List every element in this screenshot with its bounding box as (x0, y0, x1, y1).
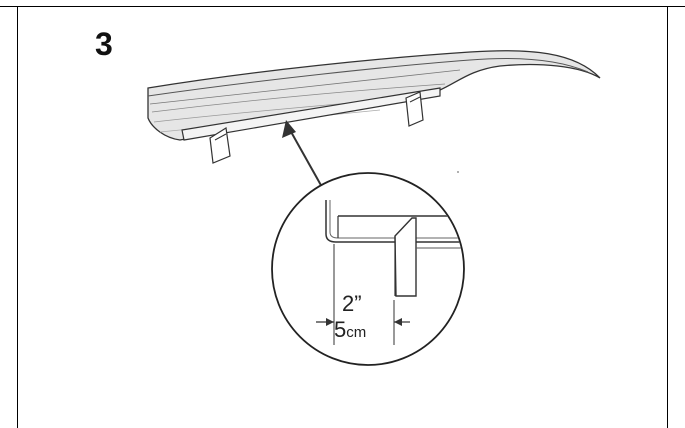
step-number: 3 (95, 26, 113, 62)
dimension-cm-label: 5cm (334, 319, 366, 341)
dimension-cm-value: 5 (334, 317, 347, 342)
dimension-arrows (316, 318, 410, 326)
frame-top-center-segment (80, 6, 610, 7)
detail-circle (271, 172, 465, 366)
dimension-inch-label: 2” (342, 291, 362, 316)
frame-top-right-segment (610, 6, 685, 7)
detail-contents (325, 200, 463, 345)
left-tape-tab (209, 127, 231, 164)
right-tape-tab (405, 91, 424, 127)
frame-left-border (17, 6, 18, 428)
frame-top-left-segment (0, 6, 80, 7)
frame-right-border (667, 6, 668, 428)
dimension-cm-unit: cm (346, 324, 367, 341)
frame-top-border (0, 0, 685, 8)
tape-strip (181, 87, 441, 141)
speck (457, 171, 459, 173)
